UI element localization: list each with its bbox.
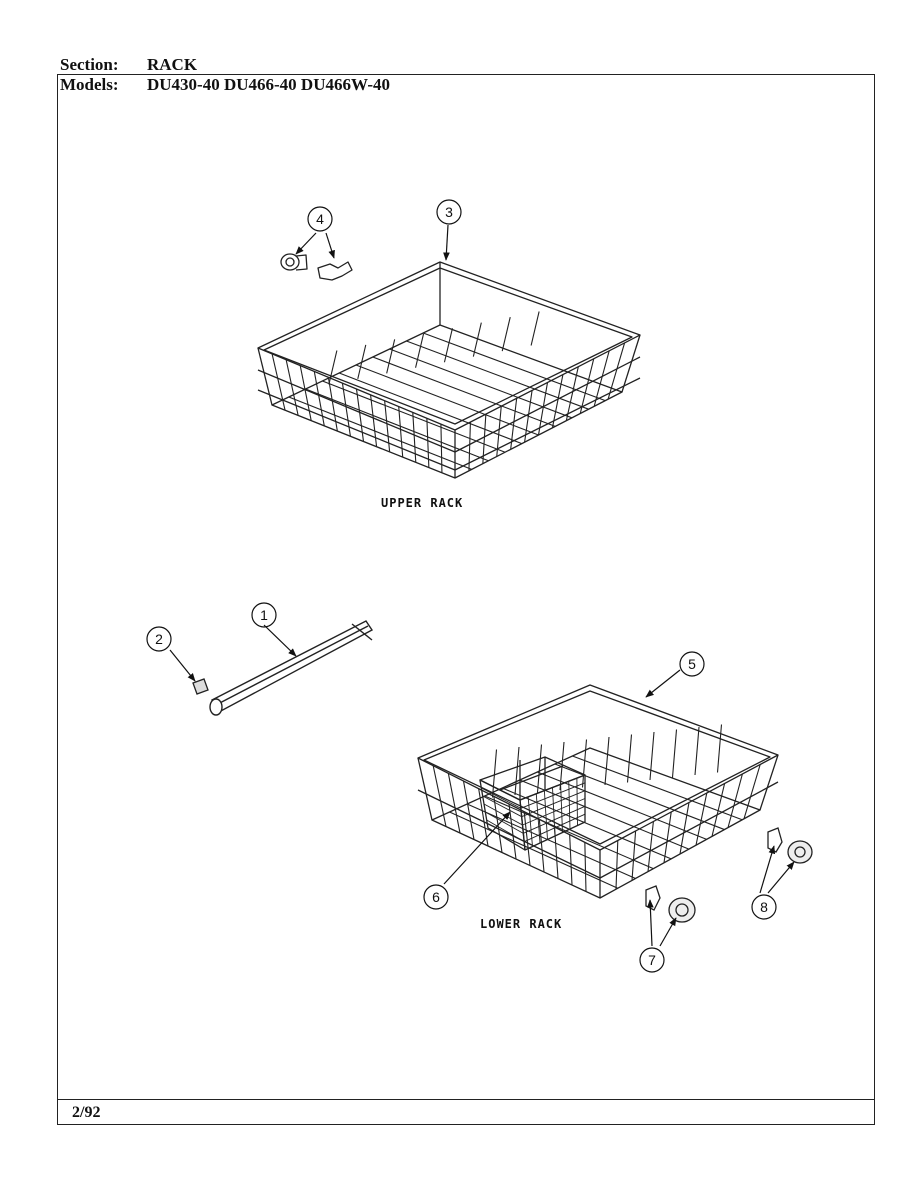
silverware-basket bbox=[479, 756, 586, 851]
callout-5-circle bbox=[679, 651, 705, 677]
lower-rack-wheel-assembly-8 bbox=[767, 827, 813, 864]
callout-8: 8 bbox=[760, 899, 768, 915]
section-value: RACK bbox=[147, 55, 198, 74]
callout-1-circle bbox=[251, 602, 277, 628]
callout-6: 6 bbox=[432, 889, 440, 905]
models-value: DU430-40 DU466-40 DU466W-40 bbox=[147, 75, 391, 94]
callout-3: 3 bbox=[445, 204, 453, 220]
models-header: Models: DU430-40 DU466-40 DU466W-40 bbox=[60, 76, 390, 94]
diagram-frame bbox=[57, 74, 875, 1125]
callout-2-circle bbox=[146, 626, 172, 652]
upper-rack-illustration bbox=[257, 253, 641, 479]
models-label: Models: bbox=[60, 75, 119, 94]
section-header: Section: RACK bbox=[60, 56, 197, 74]
footer-divider bbox=[57, 1099, 875, 1100]
callout-7-circle bbox=[639, 947, 665, 973]
section-label: Section: bbox=[60, 55, 119, 74]
callout-2: 2 bbox=[155, 631, 163, 647]
footer-date-code: 2/92 bbox=[72, 1104, 101, 1121]
lower-rack-illustration bbox=[417, 684, 779, 899]
callout-5: 5 bbox=[688, 656, 696, 672]
callout-8-circle bbox=[751, 894, 777, 920]
lower-rack-wheel-assembly-7 bbox=[645, 885, 696, 923]
callout-1: 1 bbox=[260, 607, 268, 623]
upper-rack-roller-part bbox=[280, 253, 353, 281]
lower-rack-label: LOWER RACK bbox=[480, 917, 562, 931]
callout-3-circle bbox=[436, 199, 462, 225]
callout-4: 4 bbox=[316, 211, 324, 227]
callout-4-circle bbox=[307, 206, 333, 232]
callout-6-circle bbox=[423, 884, 449, 910]
rack-slide-rail bbox=[209, 620, 374, 716]
upper-rack-label: UPPER RACK bbox=[381, 496, 463, 510]
callout-7: 7 bbox=[648, 952, 656, 968]
rail-end-cap bbox=[192, 678, 209, 695]
